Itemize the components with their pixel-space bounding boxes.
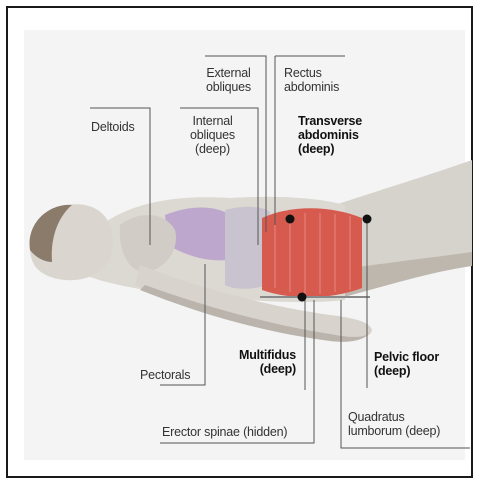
label-line: obliques [206, 80, 251, 94]
label-line: obliques [190, 128, 235, 142]
label-line: lumborum (deep) [348, 424, 440, 438]
label-internal-obliques: Internal obliques (deep) [190, 114, 235, 156]
pelvic-floor-marker [363, 215, 372, 224]
label-line: (deep) [374, 364, 439, 378]
label-pelvic-floor: Pelvic floor (deep) [374, 350, 439, 378]
label-quadratus-lumborum: Quadratus lumborum (deep) [348, 410, 440, 438]
label-line: (deep) [190, 142, 235, 156]
label-rectus-abdominis: Rectus abdominis [284, 66, 339, 94]
label-erector-spinae: Erector spinae (hidden) [162, 425, 287, 439]
floor-line [260, 296, 370, 298]
transverse-abdominis-muscle [262, 208, 362, 297]
label-line: Pelvic floor [374, 350, 439, 364]
label-pectorals: Pectorals [140, 368, 190, 382]
label-line: (deep) [220, 362, 296, 376]
label-line: Rectus [284, 66, 339, 80]
label-line: Quadratus [348, 410, 440, 424]
label-line: Transverse [298, 114, 362, 128]
multifidus-marker [298, 293, 307, 302]
label-external-obliques: External obliques [206, 66, 251, 94]
label-line: External [206, 66, 251, 80]
label-transverse-abdominis: Transverse abdominis (deep) [298, 114, 362, 156]
label-line: Internal [190, 114, 235, 128]
label-line: abdominis [284, 80, 339, 94]
label-multifidus: Multifidus (deep) [220, 348, 296, 376]
label-deltoids: Deltoids [91, 120, 135, 134]
label-line: abdominis [298, 128, 362, 142]
label-line: (deep) [298, 142, 362, 156]
transverse-abdominis-marker [286, 215, 295, 224]
label-line: Multifidus [220, 348, 296, 362]
